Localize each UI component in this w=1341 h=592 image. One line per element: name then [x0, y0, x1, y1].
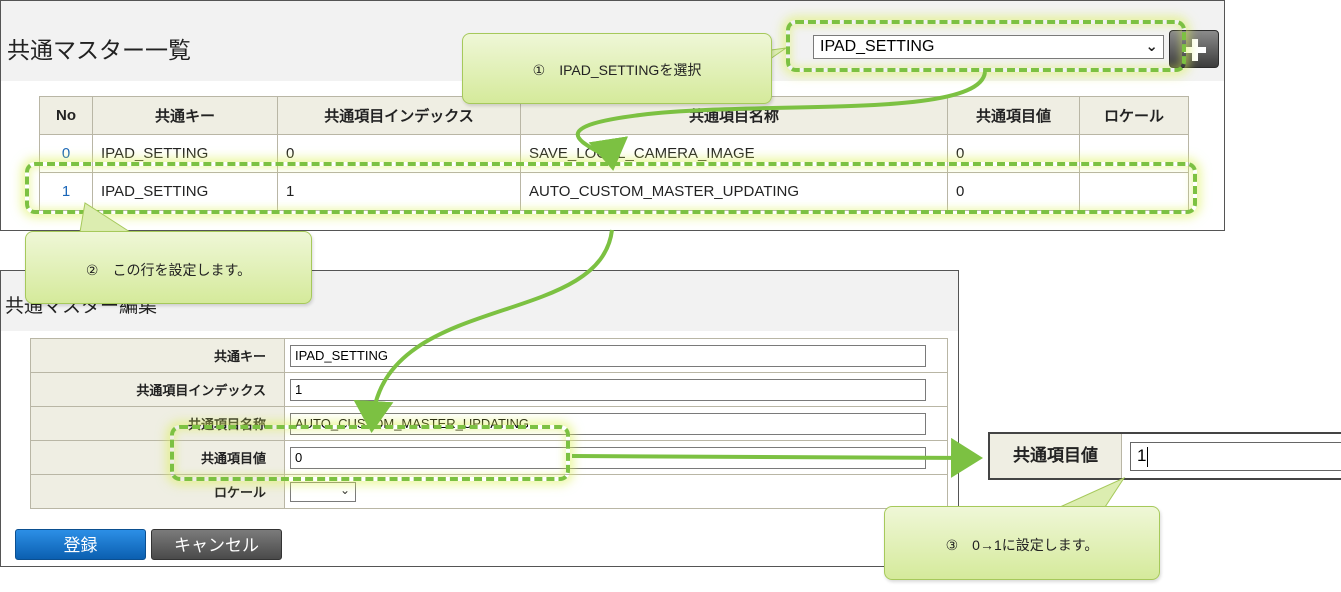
- form-row-index: 共通項目インデックス: [30, 372, 948, 407]
- field-label: 共通キー: [30, 338, 285, 373]
- register-button[interactable]: 登録: [15, 529, 146, 560]
- select-highlight: [786, 20, 1186, 72]
- cell-index: 0: [277, 134, 521, 173]
- value-field-highlight: [170, 425, 570, 481]
- form-row-key: 共通キー: [30, 338, 948, 373]
- locale-select[interactable]: ⌄: [290, 481, 356, 502]
- column-header-locale: ロケール: [1079, 96, 1189, 135]
- master-key-select-value: IPAD_SETTING: [820, 38, 935, 55]
- cell-locale: [1079, 172, 1189, 211]
- zoomed-value-text: 1: [1137, 446, 1147, 465]
- callout-step-3-text: ③ 0→1に設定します。: [945, 537, 1099, 553]
- row-no-link[interactable]: 0: [39, 134, 93, 173]
- column-header-key: 共通キー: [92, 96, 278, 135]
- cancel-button[interactable]: キャンセル: [151, 529, 282, 560]
- master-key-select[interactable]: IPAD_SETTING ⌄: [813, 35, 1164, 59]
- column-header-no: No: [39, 96, 93, 135]
- master-edit-panel: 共通マスター編集 共通キー 共通項目インデックス 共通項目名称 共通項目値 ロケ…: [0, 270, 959, 567]
- zoomed-field-label: 共通項目値: [990, 434, 1122, 478]
- chevron-down-icon: ⌄: [1145, 38, 1158, 55]
- callout-step-2-text: ② この行を設定します。: [85, 262, 252, 278]
- form-row-locale: ロケール ⌄: [30, 474, 948, 509]
- common-key-field[interactable]: [290, 344, 926, 367]
- row-highlight: [25, 162, 1197, 214]
- field-label: 共通項目値: [30, 440, 285, 475]
- zoomed-value-field: 共通項目値 1: [988, 432, 1341, 480]
- callout-step-1-text: ① IPAD_SETTINGを選択: [532, 62, 702, 78]
- cell-key: IPAD_SETTING: [92, 172, 278, 211]
- column-header-value: 共通項目値: [947, 96, 1080, 135]
- callout-step-2: ② この行を設定します。: [25, 231, 312, 304]
- callout-step-1: ① IPAD_SETTINGを選択: [462, 33, 772, 104]
- cell-index: 1: [277, 172, 521, 211]
- text-caret: [1147, 447, 1148, 467]
- add-button[interactable]: [1169, 30, 1219, 68]
- edit-form: 共通キー 共通項目インデックス 共通項目名称 共通項目値 ロケール: [30, 338, 948, 509]
- zoomed-value-input[interactable]: 1: [1130, 442, 1341, 471]
- field-label: 共通項目名称: [30, 406, 285, 441]
- item-index-field[interactable]: [290, 378, 926, 401]
- field-label: ロケール: [30, 474, 285, 509]
- field-label: 共通項目インデックス: [30, 372, 285, 407]
- callout-step-3: ③ 0→1に設定します。: [884, 506, 1160, 580]
- chevron-down-icon: ⌄: [339, 482, 350, 497]
- cell-key: IPAD_SETTING: [92, 134, 278, 173]
- cell-locale: [1079, 134, 1189, 173]
- page-title: 共通マスター一覧: [7, 37, 191, 63]
